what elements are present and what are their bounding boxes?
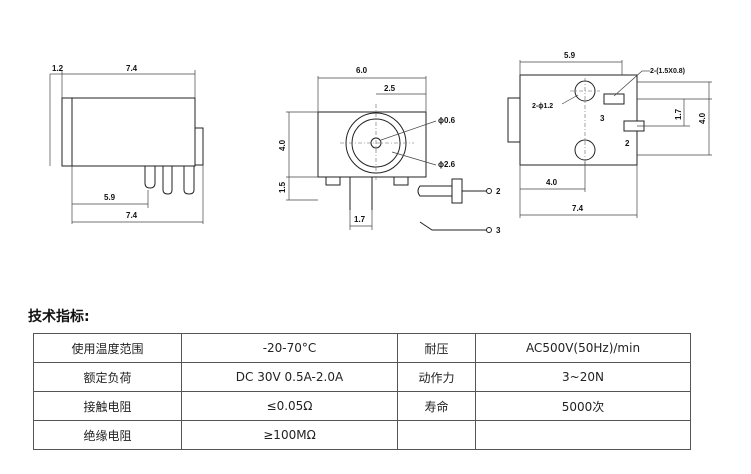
spec-value-cell — [475, 420, 691, 450]
side-view: 1.2 7.4 5.9 7.4 — [49, 64, 204, 224]
bottom-dim-1-7: 1.7 — [674, 108, 683, 120]
spec-value-cell: -20-70°C — [181, 333, 398, 363]
spec-label-cell: 使用温度范围 — [33, 333, 182, 363]
side-dim-5-9: 5.9 — [104, 193, 116, 202]
front-dim-1-7: 1.7 — [354, 215, 366, 224]
spec-label-cell — [397, 420, 476, 450]
spec-label-cell: 耐压 — [397, 333, 476, 363]
spec-label-cell: 额定负荷 — [33, 362, 182, 392]
spec-value-cell: 3~20N — [475, 362, 691, 392]
side-dim-1-2: 1.2 — [52, 64, 64, 73]
spec-value-cell: ≥100MΩ — [181, 420, 398, 450]
bottom-dim-5-9: 5.9 — [564, 51, 576, 60]
front-dim-6-0: 6.0 — [356, 66, 368, 75]
spec-section-title: 技术指标: — [28, 309, 90, 325]
schematic-symbol: 2 3 — [417, 178, 501, 235]
bottom-view: 3 2 5.9 2-(1.5X0.8) 2-ϕ1.2 1.7 4.0 4.0 7… — [507, 51, 712, 218]
schematic-terminal-2: 2 — [496, 187, 501, 196]
spec-value-cell: DC 30V 0.5A-2.0A — [181, 362, 398, 392]
spec-value-cell: AC500V(50Hz)/min — [475, 333, 691, 363]
front-view: 6.0 2.5 4.0 1.5 1.7 ϕ0.6 ϕ2.6 — [278, 66, 456, 230]
spec-label-cell: 接触电阻 — [33, 391, 182, 421]
bottom-dim-7-4: 7.4 — [572, 204, 584, 213]
schematic-terminal-3: 3 — [496, 226, 501, 235]
bottom-dim-4-0: 4.0 — [546, 178, 558, 187]
spec-label-cell: 绝缘电阻 — [33, 420, 182, 450]
bottom-hole-note: 2-ϕ1.2 — [532, 103, 553, 110]
spec-value-cell: ≤0.05Ω — [181, 391, 398, 421]
bottom-pin-3: 3 — [600, 114, 605, 123]
spec-value-cell: 5000次 — [475, 391, 691, 421]
technical-drawing: 1.2 7.4 5.9 7.4 6.0 2.5 4.0 1.5 — [49, 51, 712, 235]
front-dia-0-6: ϕ0.6 — [438, 116, 456, 125]
table-row: 绝缘电阻≥100MΩ — [33, 420, 691, 450]
front-dim-2-5: 2.5 — [384, 84, 396, 93]
bottom-dim-4-0-right: 4.0 — [698, 112, 707, 124]
bottom-pin-2: 2 — [625, 139, 630, 148]
front-dim-1-5: 1.5 — [278, 181, 287, 193]
side-dim-7-4-bottom: 7.4 — [126, 211, 138, 220]
spec-label-cell: 动作力 — [397, 362, 476, 392]
bottom-slot-note: 2-(1.5X0.8) — [650, 68, 685, 75]
front-dim-4-0: 4.0 — [278, 139, 287, 151]
front-dia-2-6: ϕ2.6 — [438, 160, 456, 169]
side-dim-7-4-top: 7.4 — [126, 64, 138, 73]
spec-label-cell: 寿命 — [397, 391, 476, 421]
